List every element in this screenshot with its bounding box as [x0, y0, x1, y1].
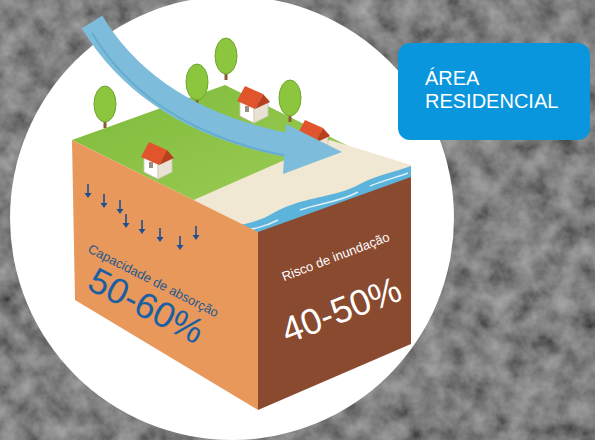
face-outline	[72, 140, 258, 410]
infiltration-arrow-head	[101, 203, 108, 208]
area-label: ÁREA RESIDENCIAL	[425, 67, 578, 113]
tree	[215, 38, 237, 80]
infiltration-arrow-head	[117, 209, 124, 214]
runoff-arrow-shade	[92, 33, 292, 157]
absorption-face: Capacidade de absorção50-60%	[72, 138, 259, 411]
infiltration-arrow-head	[193, 235, 200, 240]
flood-risk-face: Risco de inundação40-50%	[258, 176, 412, 411]
infiltration-arrow-head	[139, 229, 146, 234]
tree	[279, 80, 301, 122]
runoff-arrow-body	[92, 22, 292, 146]
infiltration-arrow-head	[123, 223, 130, 228]
infiltration-arrow-head	[177, 245, 184, 250]
face-outline	[258, 177, 411, 410]
white-disc	[10, 0, 454, 440]
runoff-arrow-head	[283, 124, 342, 174]
tree	[94, 86, 116, 128]
house	[237, 86, 270, 123]
infiltration-arrow-head	[85, 193, 92, 198]
infiltration-arrow-head	[157, 237, 164, 242]
house	[141, 142, 174, 179]
area-badge: ÁREA RESIDENCIAL	[398, 43, 590, 140]
